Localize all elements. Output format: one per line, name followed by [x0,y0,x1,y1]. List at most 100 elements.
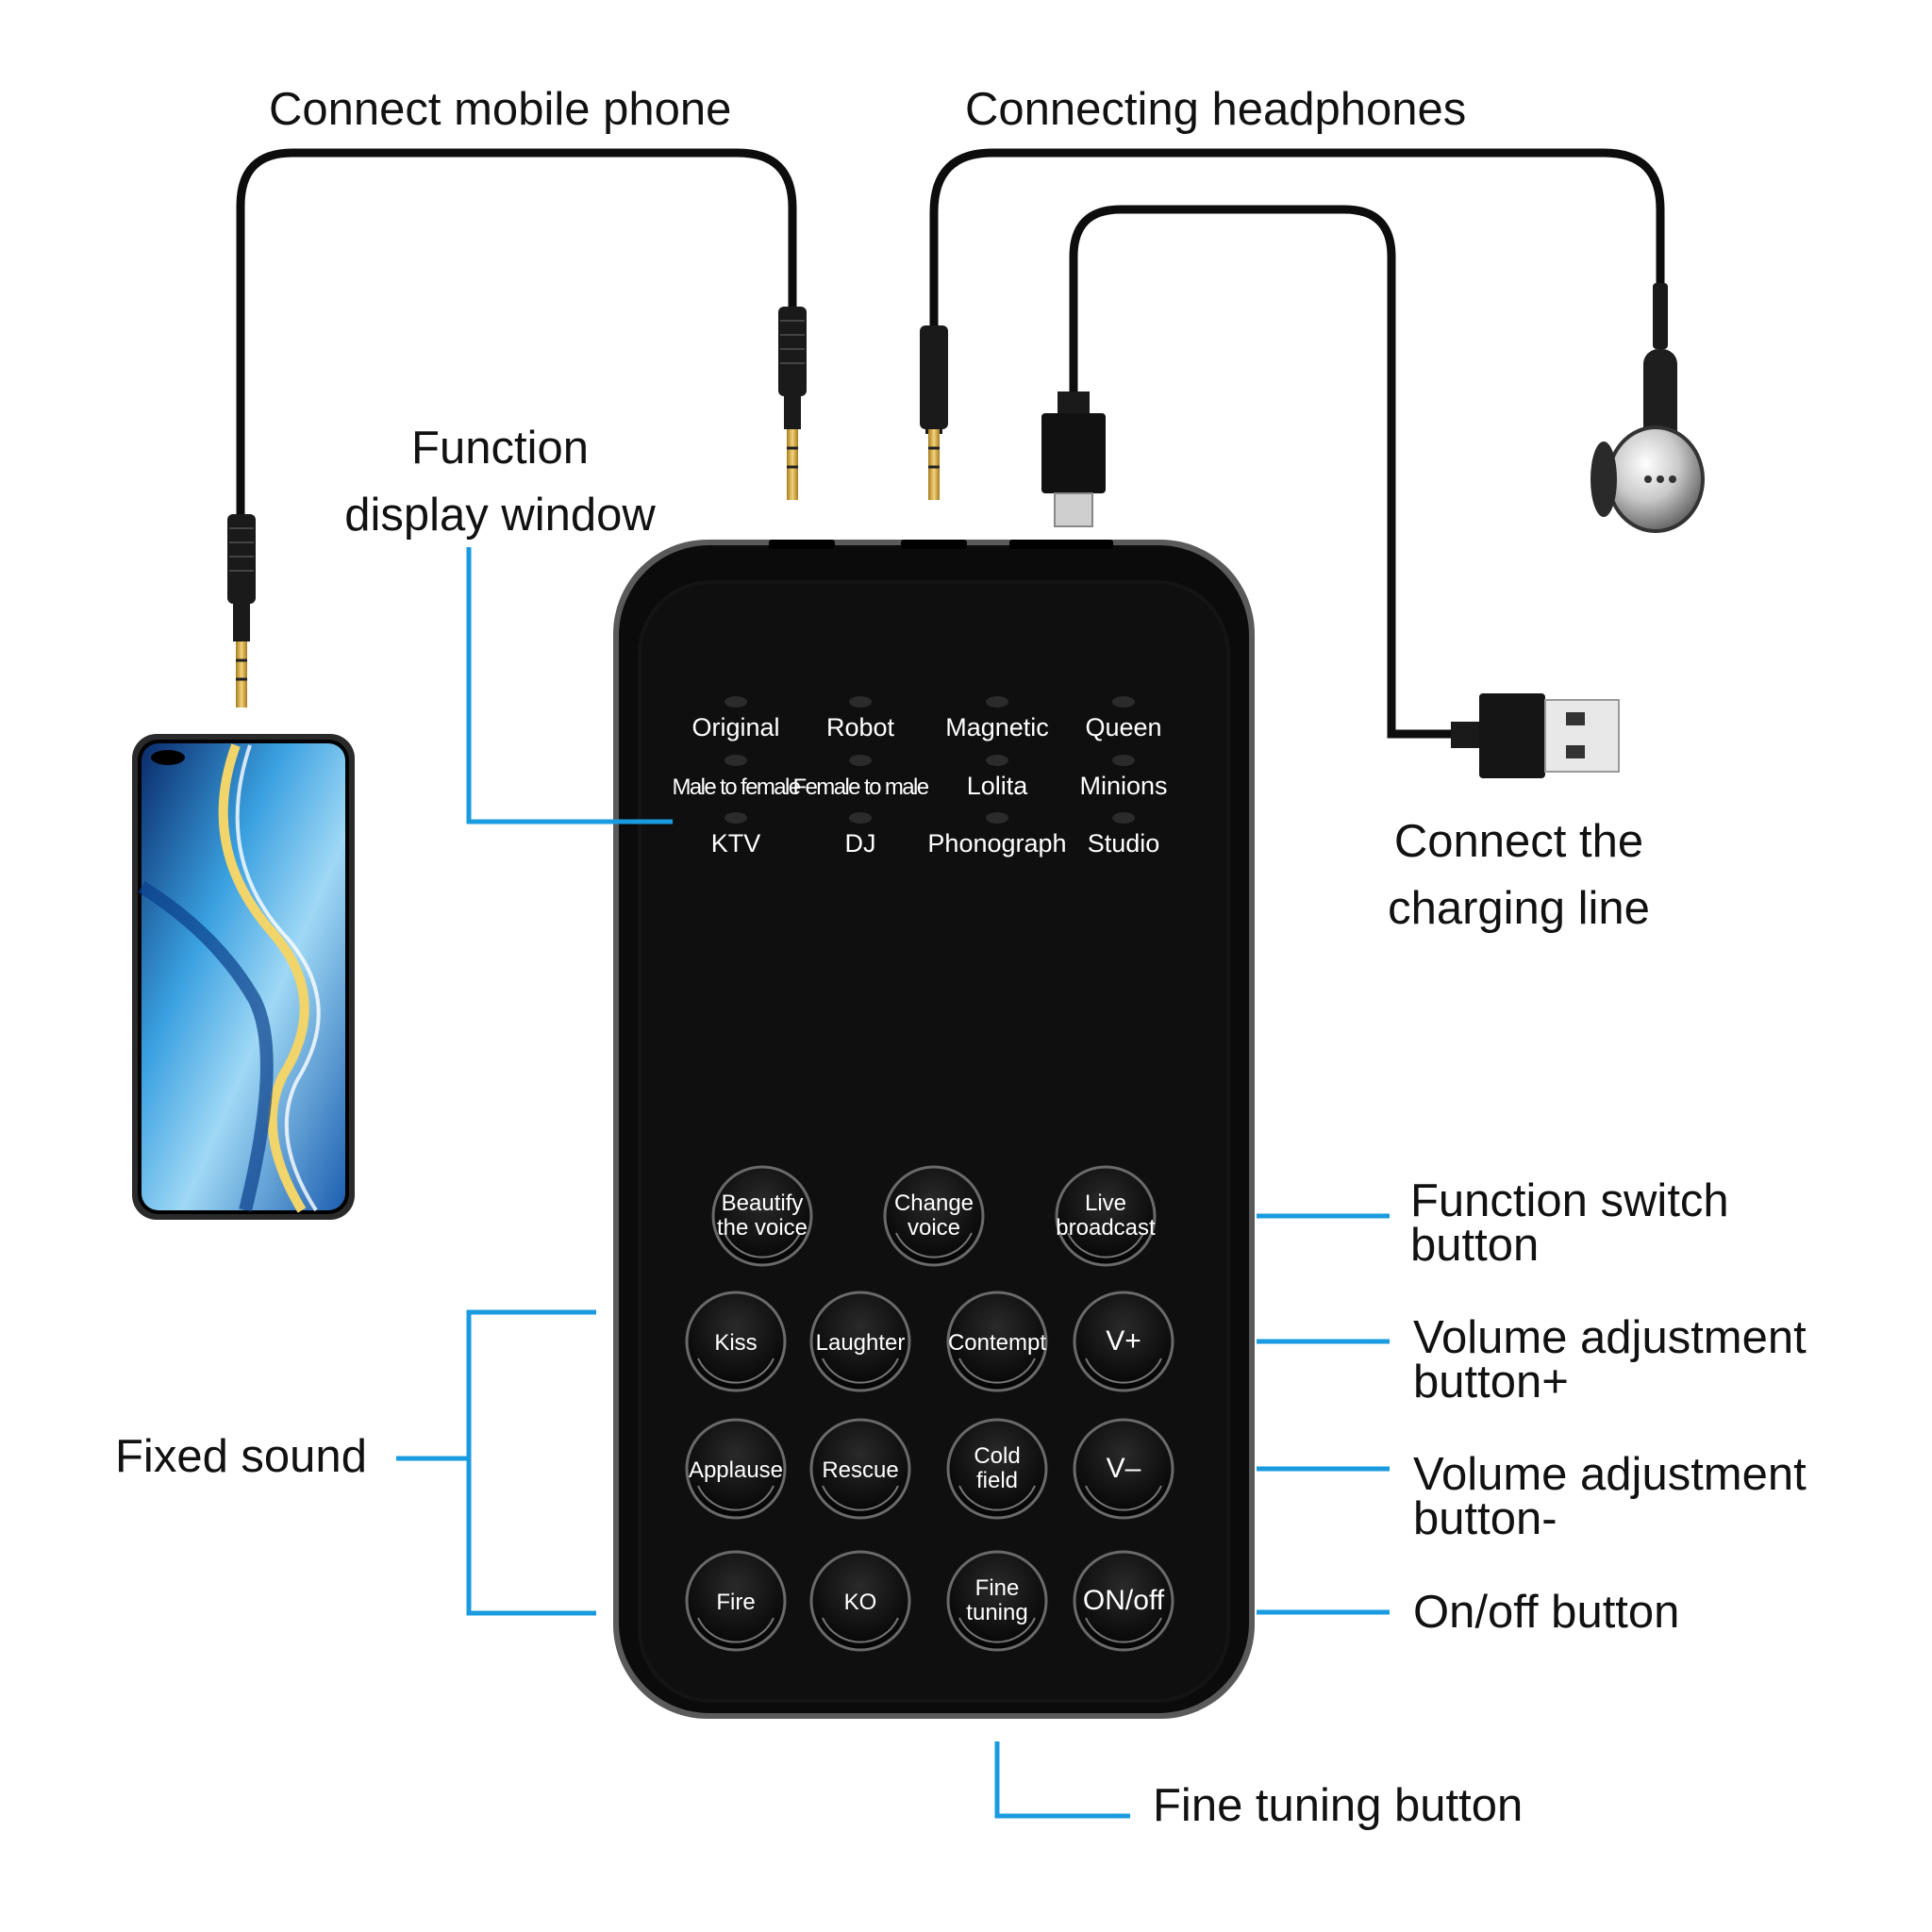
button-face [946,1550,1048,1652]
button-label: tuning [966,1600,1027,1625]
button-highlight [958,1617,1036,1643]
button-fire[interactable]: Fire [685,1550,787,1652]
button-face [1073,1550,1174,1652]
button-highlight [895,1232,973,1258]
callout-fixed-sound: Fixed sound [115,1431,367,1482]
button-label: broadcast [1056,1215,1156,1241]
indicator-male-to-female: Male to female [672,755,802,800]
button-highlight [822,1617,899,1643]
callout-volume-minus-line1: Volume adjustment [1413,1449,1807,1500]
button-face [946,1291,1048,1392]
headphone-jack-port [901,540,967,549]
button-label: Cold [974,1443,1020,1469]
mobile-jack-plug [778,307,807,500]
smartphone [132,734,355,1220]
button-face [1055,1165,1157,1267]
button-face [1073,1418,1174,1520]
indicator-led [849,812,872,824]
indicator-led [986,812,1008,824]
button-applause[interactable]: Applause [685,1418,787,1520]
button-on-off[interactable]: ON/off [1073,1550,1174,1652]
button-face [809,1291,911,1392]
indicator-label: KTV [711,829,761,858]
callout-charging-line1: Connect the [1393,816,1644,867]
headphone-jack-plug [920,325,948,500]
button-label: ON/off [1083,1585,1165,1616]
button-laughter[interactable]: Laughter [809,1291,911,1392]
callout-volume-plus-line1: Volume adjustment [1413,1312,1807,1363]
button-label: voice [908,1215,960,1241]
button-label: V– [1107,1453,1141,1484]
indicator-led [849,755,872,766]
button-label: KO [844,1590,877,1615]
callout-function-switch: Function switch button [1410,1178,1729,1268]
button-highlight [958,1357,1036,1384]
button-label: V+ [1106,1325,1141,1357]
usb-a-plug [1451,693,1620,778]
button-face [809,1550,911,1652]
button-kiss[interactable]: Kiss [685,1291,787,1392]
button-label: Kiss [714,1330,757,1356]
mobile-jack-port [769,540,835,549]
callout-function-display-line1: Function [411,423,589,474]
button-rescue[interactable]: Rescue [809,1418,911,1520]
indicator-ktv: KTV [711,812,761,858]
indicator-label: Female to male [793,774,929,800]
indicator-label: Original [691,713,779,741]
indicator-label: Lolita [967,772,1029,800]
indicator-queen: Queen [1085,696,1162,741]
button-face [685,1291,787,1392]
button-label: Change [894,1191,974,1216]
button-v[interactable]: V– [1073,1418,1174,1520]
headphone-cable [929,148,1665,330]
button-label: the voice [717,1215,808,1241]
button-v[interactable]: V+ [1073,1291,1174,1392]
button-face [946,1418,1048,1520]
button-ko[interactable]: KO [809,1550,911,1652]
button-face [685,1418,787,1520]
indicator-led [724,812,747,824]
indicator-lolita: Lolita [967,755,1029,800]
callout-connect-charging-line: Connect the charging line [1358,808,1679,942]
indicator-led [1112,696,1135,708]
button-contempt[interactable]: Contempt [946,1291,1048,1392]
callout-volume-minus-line2: button- [1413,1492,1557,1544]
button-highlight [1085,1357,1162,1384]
indicator-led [986,755,1008,766]
callout-charging-line2: charging line [1388,883,1650,935]
callout-volume-minus: Volume adjustment button- [1413,1449,1807,1544]
charging-cable [1069,205,1465,739]
callout-connecting-headphones: Connecting headphones [965,84,1467,135]
indicator-led [1112,755,1135,766]
indicator-female-to-male: Female to male [793,755,930,800]
indicator-magnetic: Magnetic [945,696,1049,741]
button-highlight [697,1357,774,1384]
indicator-studio: Studio [1088,812,1159,858]
indicator-minions: Minions [1079,755,1168,800]
button-highlight [958,1485,1036,1511]
button-face [883,1165,985,1267]
button-highlight [1085,1617,1162,1643]
callout-lines [396,547,1390,1819]
indicator-phonograph: Phonograph [927,812,1067,858]
button-face [685,1550,787,1652]
voice-changer-device [613,540,1255,1719]
phone-audio-plug [227,514,256,708]
indicator-led [986,696,1008,708]
indicator-label: Robot [826,713,895,741]
button-highlight [822,1485,899,1511]
indicator-label: DJ [845,829,876,858]
phone-cable [236,148,797,519]
micro-usb-plug [1041,391,1106,527]
callout-function-display-window: Function display window [321,415,679,549]
button-face [809,1418,911,1520]
callout-function-display-line2: display window [344,490,656,541]
callout-fine-tuning: Fine tuning button [1153,1780,1524,1831]
indicator-label: Male to female [672,774,800,800]
